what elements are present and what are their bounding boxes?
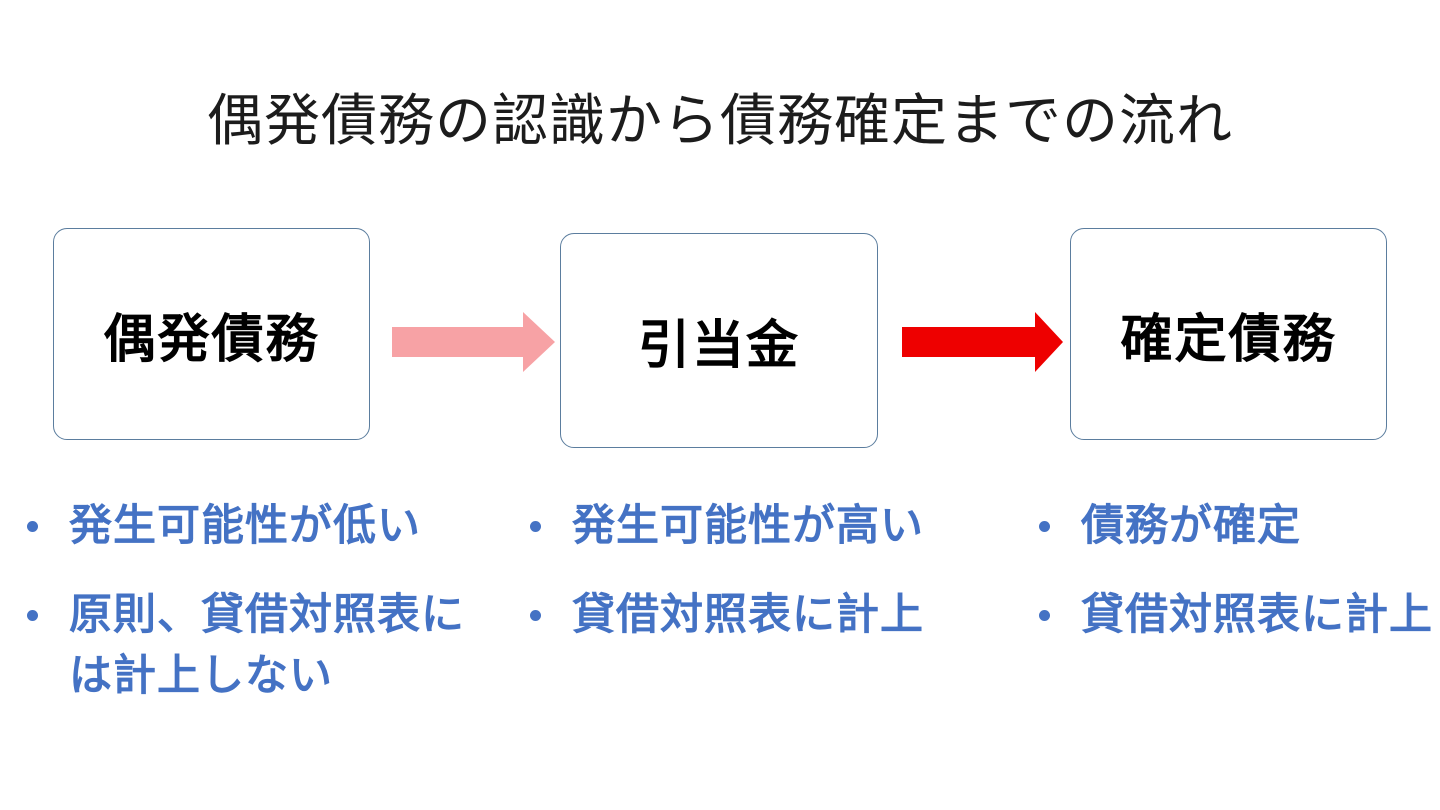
bullet-dot-icon	[1039, 521, 1050, 532]
bullet-dot-icon	[530, 521, 541, 532]
right-arrow-shape	[392, 312, 555, 372]
bullet-text: 発生可能性が高い	[572, 502, 924, 550]
list-item: 債務が確定	[1030, 496, 1440, 557]
right-arrow-icon	[902, 312, 1063, 372]
bullet-text: 貸借対照表に計上	[572, 591, 924, 640]
flow-box-contingent-liability: 偶発債務	[53, 228, 370, 440]
bullet-dot-icon	[27, 521, 38, 532]
list-item: 発生可能性が低い	[18, 496, 478, 557]
bullet-dot-icon	[530, 610, 541, 622]
flow-box-label: 引当金	[637, 317, 800, 375]
list-item: 原則、貸借対照表には計上しない	[18, 585, 478, 707]
flow-box-provision: 引当金	[560, 233, 878, 448]
bullet-dot-icon	[27, 610, 38, 622]
list-item: 貸借対照表に計上	[1030, 585, 1440, 646]
slide-title: 偶発債務の認識から債務確定までの流れ	[207, 89, 1233, 152]
flow-box-label: 確定債務	[1120, 310, 1337, 369]
right-arrow-icon	[392, 312, 555, 372]
right-arrow-shape	[902, 312, 1063, 372]
bullet-text: 債務が確定	[1081, 502, 1301, 550]
list-item: 貸借対照表に計上	[521, 585, 981, 646]
bullet-text: 原則、貸借対照表には計上しない	[69, 591, 465, 701]
flow-box-label: 偶発債務	[103, 310, 320, 369]
bullet-dot-icon	[1039, 610, 1050, 622]
list-item: 発生可能性が高い	[521, 496, 981, 557]
flow-box-confirmed-liability: 確定債務	[1070, 228, 1387, 440]
bullet-list-confirmed-liability: 債務が確定 貸借対照表に計上	[1030, 496, 1440, 674]
bullet-text: 発生可能性が低い	[69, 502, 421, 550]
bullet-list-provision: 発生可能性が高い 貸借対照表に計上	[521, 496, 981, 674]
bullet-list-contingent-liability: 発生可能性が低い 原則、貸借対照表には計上しない	[18, 496, 478, 735]
bullet-text: 貸借対照表に計上	[1081, 591, 1433, 640]
